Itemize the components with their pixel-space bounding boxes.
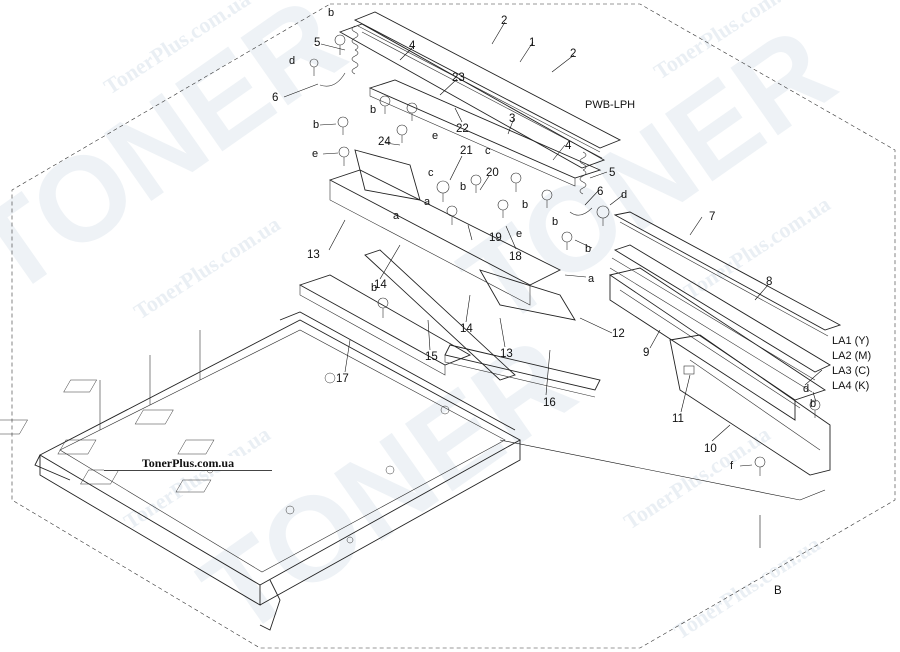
callout-16: 16 (543, 397, 556, 409)
callout-b: b (552, 216, 558, 228)
callout-15: 15 (425, 351, 438, 363)
callout-13: 13 (307, 249, 320, 261)
callout-23: 23 (452, 72, 465, 84)
callout-numbers: 1 2 2 3 4 4 5 5 6 6 7 8 9 10 11 12 13 13… (272, 15, 772, 455)
rail-14-lower (364, 249, 516, 381)
callout-e: e (312, 148, 318, 160)
text-labels: PWB-LPH LA1 (Y) LA2 (M) LA3 (C) LA4 (K) (585, 99, 871, 392)
callout-3: 3 (509, 113, 515, 125)
callout-e: e (432, 130, 438, 142)
la3-label: LA3 (C) (832, 365, 870, 377)
callout-17: 17 (336, 373, 349, 385)
callout-1: 1 (529, 37, 535, 49)
callout-14: 14 (374, 279, 387, 291)
callout-b: b (370, 104, 376, 116)
callout-19: 19 (489, 232, 502, 244)
la2-label: LA2 (M) (832, 350, 871, 362)
mount-bracket (328, 149, 576, 321)
callout-10: 10 (704, 443, 717, 455)
callout-b: b (328, 7, 334, 19)
la1-label: LA1 (Y) (832, 335, 869, 347)
callout-18: 18 (509, 251, 522, 263)
callout-13: 13 (500, 348, 513, 360)
callout-4: 4 (565, 140, 572, 152)
watermark-site: TonerPlus.com.ua (619, 421, 774, 534)
callout-9: 9 (643, 347, 649, 359)
callout-5: 5 (609, 167, 615, 179)
callout-7: 7 (709, 211, 715, 223)
callout-12: 12 (612, 328, 625, 340)
callout-2: 2 (501, 15, 507, 27)
screws (309, 25, 821, 476)
watermark-brand: TONER (178, 312, 597, 652)
callout-b: b (522, 199, 528, 211)
callout-24: 24 (378, 136, 391, 148)
callout-c: c (428, 167, 434, 179)
callout-b: b (585, 243, 591, 255)
callout-b: b (460, 181, 466, 193)
watermark-brand: TONER (438, 2, 857, 351)
callout-6: 6 (272, 92, 278, 104)
callout-8: 8 (766, 276, 772, 288)
callout-b: b (810, 398, 816, 410)
callout-22: 22 (456, 123, 469, 135)
callout-d: d (621, 189, 627, 201)
callout-4: 4 (409, 40, 416, 52)
base-frame (0, 311, 521, 631)
lph-strip-7 (613, 211, 842, 337)
callout-14: 14 (460, 323, 473, 335)
assembly-boundary (11, 3, 896, 649)
lph-strip-8 (609, 244, 831, 393)
callout-21: 21 (460, 145, 473, 157)
lph-unit-9 (608, 267, 827, 421)
pwb-lph-label: PWB-LPH (585, 99, 635, 111)
callout-f: f (730, 460, 734, 472)
callout-letters: b b b b b b b b b c c d d d e e e a a a … (289, 7, 816, 597)
callout-a: a (588, 273, 595, 285)
shop-label: TonerPlus.com.ua (104, 456, 272, 471)
pwb-holder-1 (338, 11, 622, 169)
callout-c: c (485, 145, 491, 157)
callout-e: e (516, 228, 522, 240)
lph-rail-10 (669, 334, 831, 476)
callout-2: 2 (570, 48, 576, 60)
callout-b: b (313, 119, 319, 131)
leader-lines (283, 21, 826, 548)
callout-20: 20 (486, 167, 499, 179)
rail-15 (298, 274, 472, 376)
watermark-site: TonerPlus.com.ua (669, 531, 824, 644)
callout-b: b (371, 282, 377, 294)
callout-a: a (424, 196, 431, 208)
callout-11: 11 (672, 413, 684, 425)
bracket-22 (368, 79, 602, 187)
rail-16 (444, 344, 601, 398)
callout-d: d (803, 383, 809, 395)
callout-d: d (289, 55, 295, 67)
callout-B: B (774, 585, 782, 597)
callout-6: 6 (597, 186, 603, 198)
callout-a: a (393, 210, 400, 222)
la4-label: LA4 (K) (832, 380, 869, 392)
callout-5: 5 (314, 37, 320, 49)
